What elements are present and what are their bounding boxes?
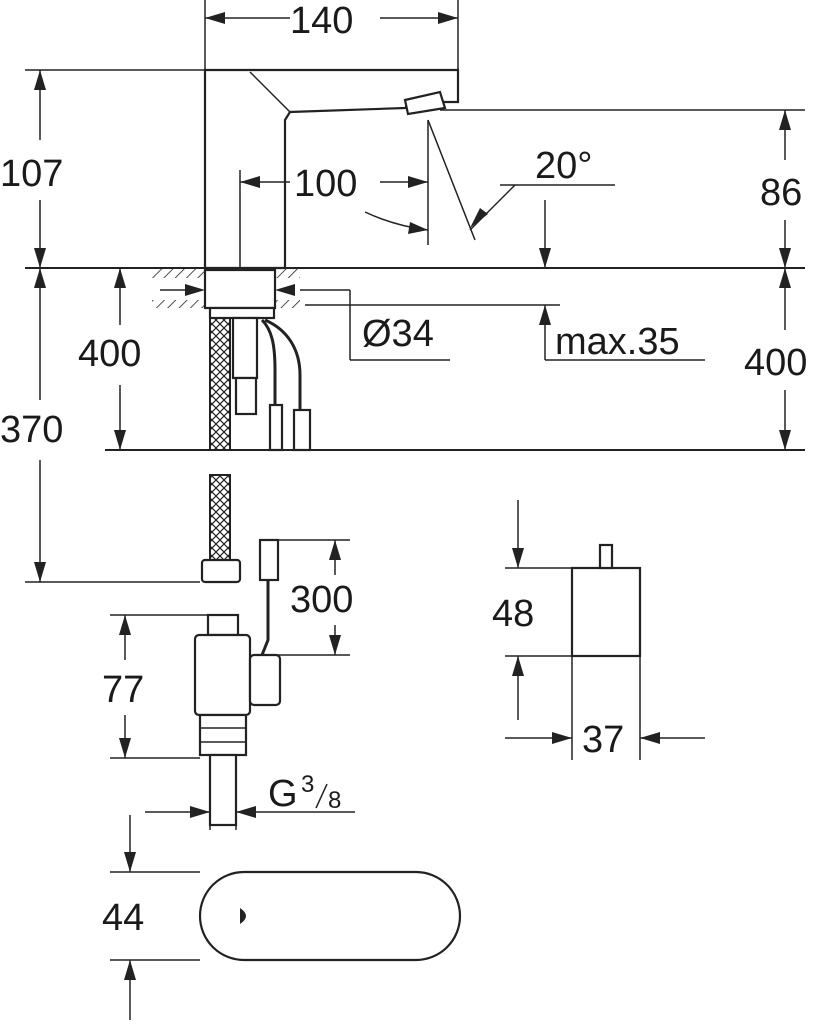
dim-box-width: 37: [582, 719, 624, 761]
mounting-assembly: [152, 268, 312, 452]
dim-reach: 100: [294, 163, 357, 205]
dim-angle: 20°: [535, 145, 592, 187]
svg-text:3: 3: [301, 771, 314, 798]
dim-cable-length: 300: [290, 579, 353, 621]
dimension-labels: 140 107 100 20° 86 400 Ø34 max.35 400 37…: [0, 0, 807, 939]
control-box: [570, 543, 642, 658]
dim-outlet-height: 86: [760, 172, 802, 214]
dim-install-depth-left: 400: [78, 333, 141, 375]
reference-lines: [25, 0, 805, 961]
dim-box-height: 48: [492, 593, 534, 635]
faucet-body: [203, 68, 460, 270]
dim-hose-length: 370: [0, 409, 63, 451]
svg-text:G: G: [268, 773, 298, 815]
dim-hole-diameter: Ø34: [362, 313, 434, 355]
dim-valve-height: 77: [102, 669, 144, 711]
dim-base-width: 44: [102, 897, 144, 939]
dim-spout-length: 140: [290, 0, 353, 42]
dim-thread: G 3 8: [268, 771, 341, 815]
dim-install-depth-right: 400: [744, 342, 807, 384]
svg-text:8: 8: [328, 787, 341, 814]
supply-hose-lower: [200, 474, 242, 584]
sensor-base: [198, 870, 462, 962]
dimension-lines: [34, 12, 791, 1020]
dim-deck-thickness: max.35: [555, 321, 680, 363]
dim-body-height: 107: [0, 153, 63, 195]
solenoid-valve: [193, 538, 282, 827]
